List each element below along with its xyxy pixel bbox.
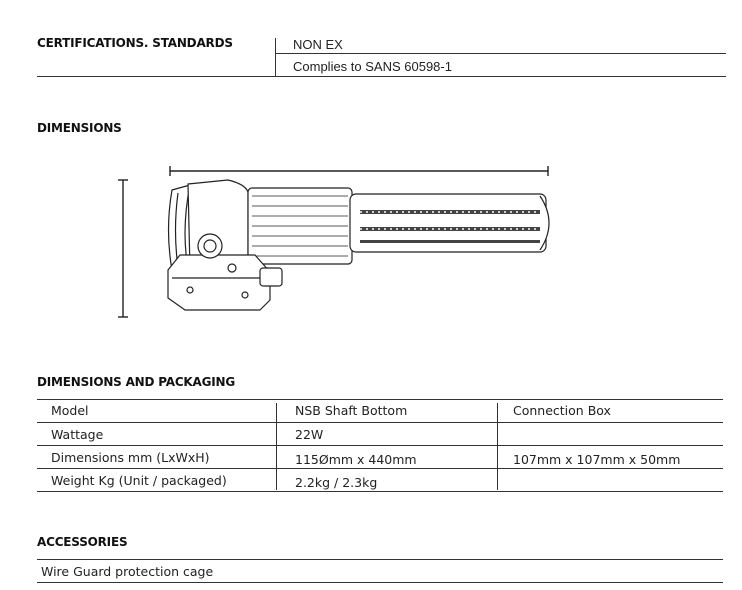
cert-row-line	[275, 53, 726, 54]
table-col-divider-2	[497, 403, 498, 490]
packaging-heading: DIMENSIONS AND PACKAGING	[37, 375, 236, 389]
dimensions-heading: DIMENSIONS	[37, 121, 122, 135]
table-row-line	[37, 468, 723, 469]
cert-value-non-ex: NON EX	[293, 37, 343, 52]
accessory-item: Wire Guard protection cage	[41, 564, 214, 579]
row-dimensions-box: 107mm x 107mm x 50mm	[513, 452, 681, 467]
header-model: Model	[51, 403, 89, 418]
table-top-line	[37, 399, 723, 400]
row-weight-label: Weight Kg (Unit / packaged)	[51, 473, 227, 488]
table-col-divider-1	[276, 403, 277, 490]
row-weight-nsb: 2.2kg / 2.3kg	[295, 475, 378, 490]
cert-bottom-line	[37, 76, 726, 77]
table-row-line	[37, 422, 723, 423]
table-row-line	[37, 445, 723, 446]
cert-value-standard: Complies to SANS 60598-1	[293, 59, 452, 74]
product-line-drawing	[118, 166, 550, 318]
row-dimensions-nsb: 115Ømm x 440mm	[295, 452, 417, 467]
table-bottom-line	[37, 491, 723, 492]
row-wattage-label: Wattage	[51, 427, 104, 442]
cert-divider	[275, 38, 276, 76]
certifications-heading: CERTIFICATIONS. STANDARDS	[37, 36, 233, 50]
header-nsb-shaft-bottom: NSB Shaft Bottom	[295, 403, 408, 418]
accessories-heading: ACCESSORIES	[37, 535, 128, 549]
accessories-bottom-line	[37, 582, 723, 583]
accessories-top-line	[37, 559, 723, 560]
dimension-markers	[118, 166, 549, 318]
row-dimensions-label: Dimensions mm (LxWxH)	[51, 450, 210, 465]
row-wattage-nsb: 22W	[295, 427, 324, 442]
header-connection-box: Connection Box	[513, 403, 611, 418]
